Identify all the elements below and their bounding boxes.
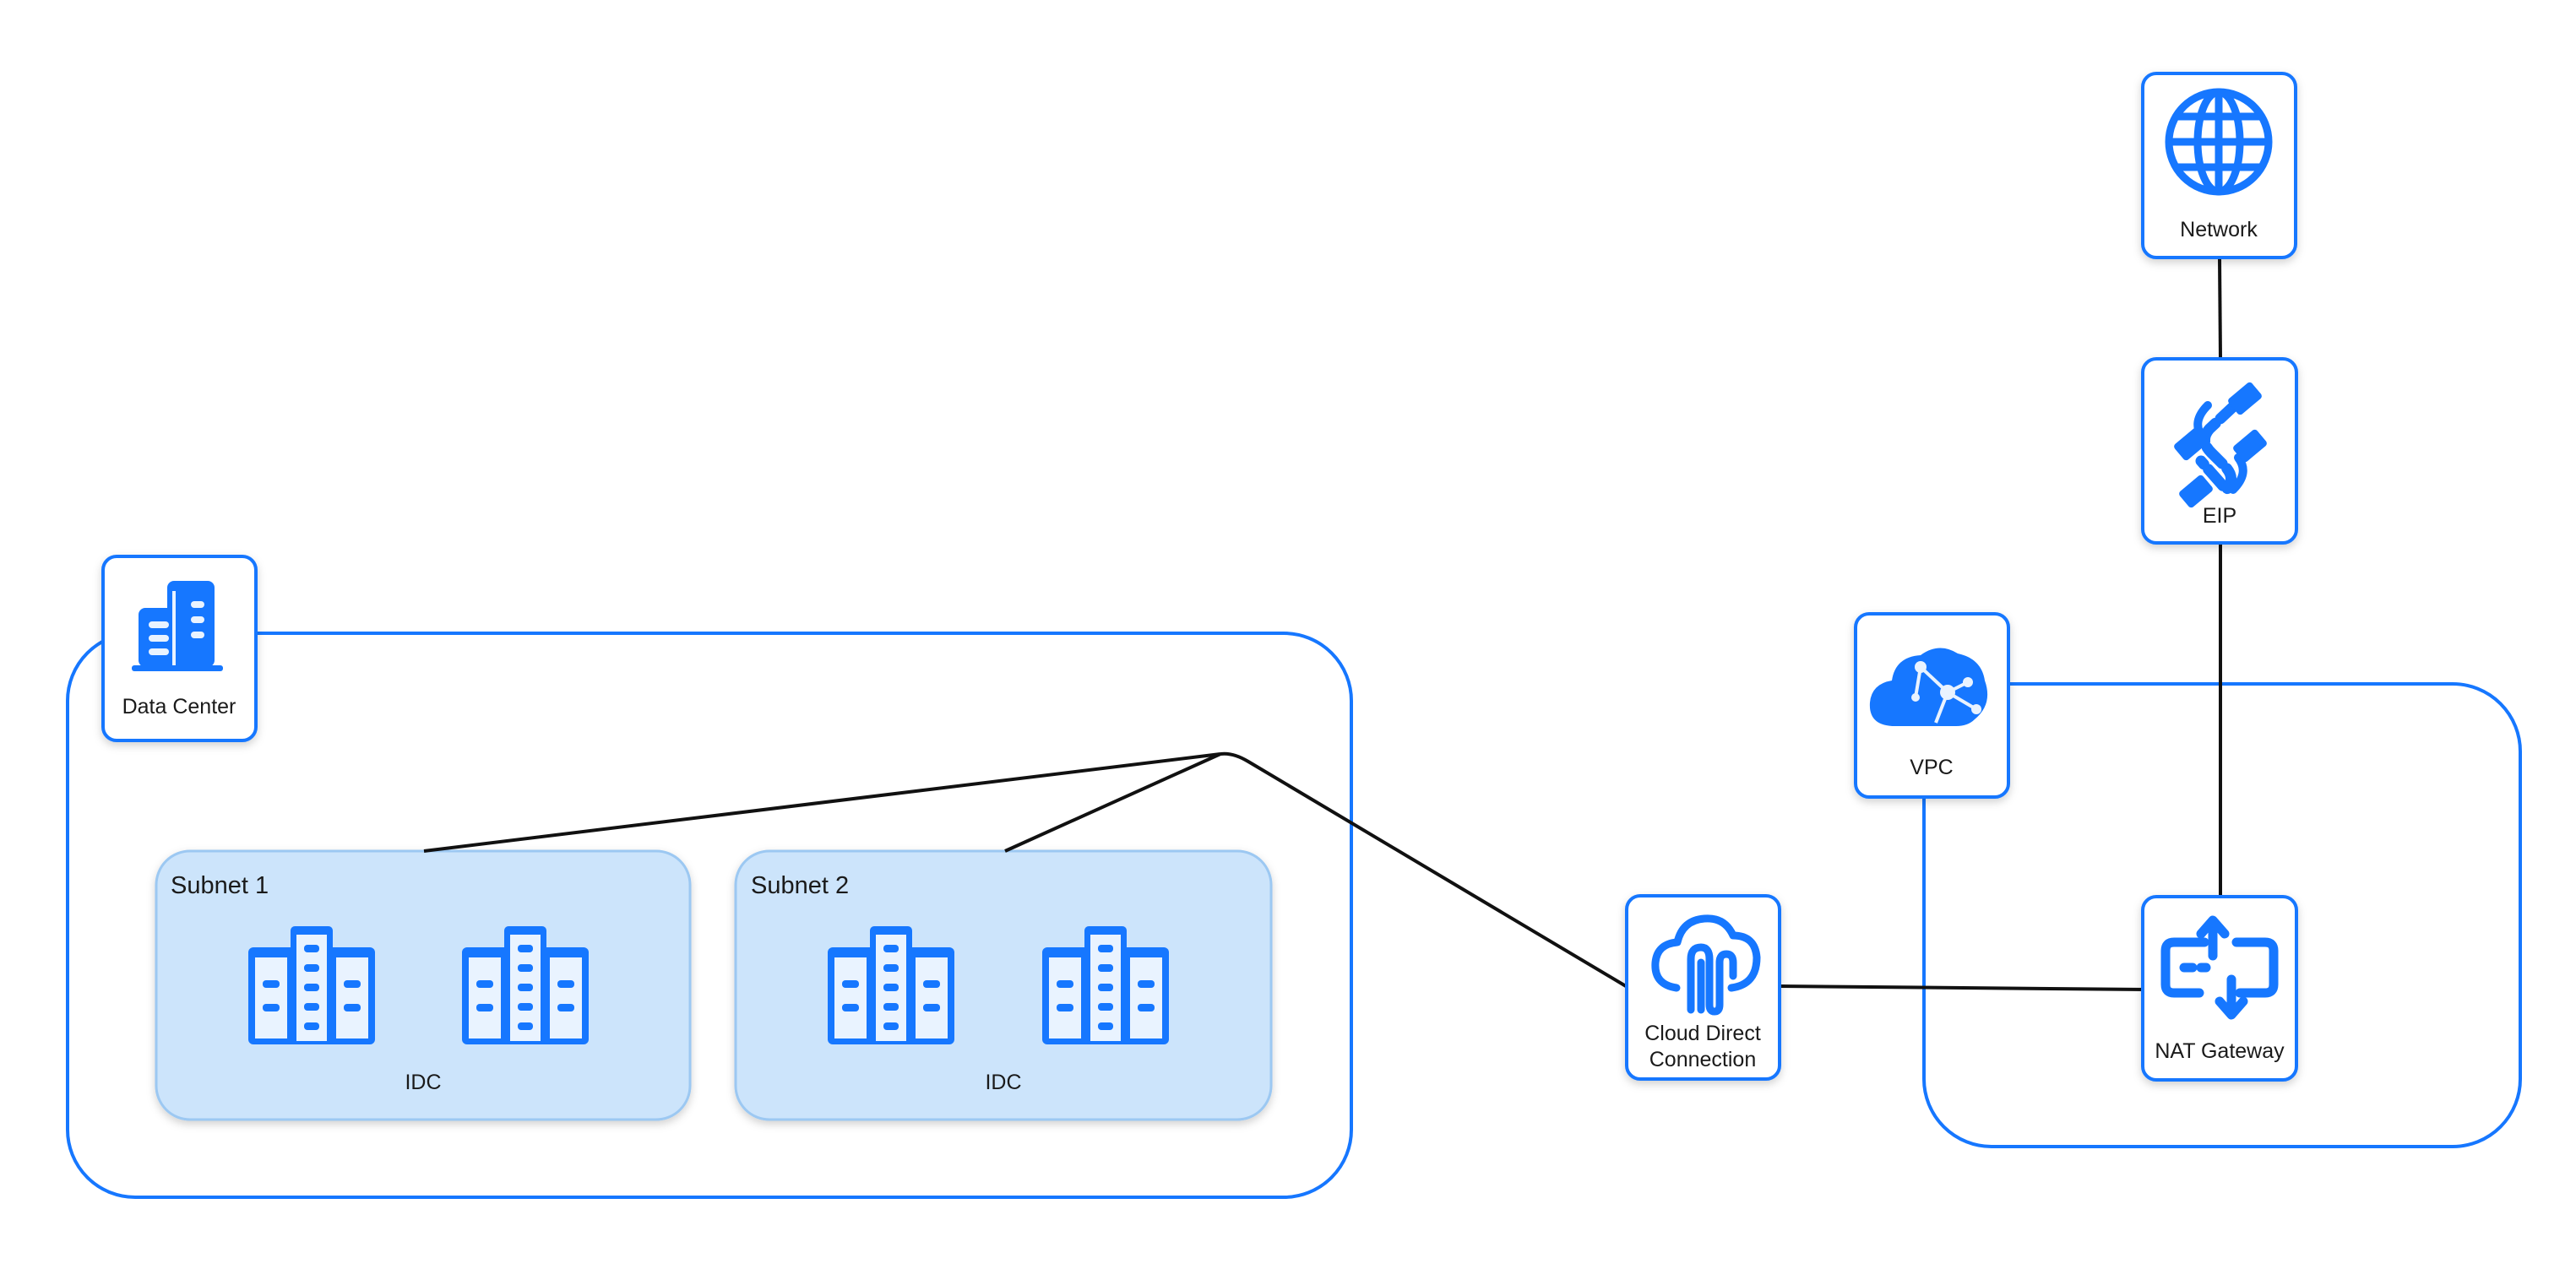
node-label-line2: Connection (1649, 1048, 1756, 1071)
node-cloud-direct-connection[interactable]: Cloud Direct Connection (1625, 894, 1781, 1081)
node-eip[interactable]: EIP (2141, 357, 2298, 545)
globe-icon (2165, 88, 2273, 196)
subnet-1: Subnet 1 IDC (155, 849, 692, 1121)
buildings-icon (132, 581, 223, 671)
node-label: VPC (1910, 756, 1953, 779)
connector-subnet2-hub (1004, 752, 1221, 853)
node-label: EIP (2203, 504, 2236, 528)
subnet-idc-label: IDC (405, 1071, 441, 1094)
node-vpc[interactable]: VPC (1854, 612, 2010, 799)
node-nat-gateway[interactable]: NAT Gateway (2141, 895, 2298, 1082)
subnet-title: Subnet 1 (171, 872, 269, 899)
node-label-line1: Cloud Direct (1644, 1022, 1761, 1045)
connector-subnet1-hub (423, 752, 1221, 853)
connector-cdc-nat (1779, 984, 2148, 991)
subnet-2: Subnet 2 IDC (734, 849, 1273, 1121)
node-label: Network (2180, 218, 2258, 241)
data-center-group (66, 632, 1353, 1199)
node-label: NAT Gateway (2155, 1039, 2285, 1063)
node-label: Data Center (122, 695, 236, 719)
node-data-center[interactable]: Data Center (101, 555, 258, 742)
connector-hub-cdc (1220, 751, 1628, 988)
nat-gateway-icon (2160, 915, 2279, 1020)
node-network[interactable]: Network (2141, 72, 2297, 259)
eip-link-icon (2174, 382, 2267, 508)
connections (423, 258, 2222, 991)
cloud-direct-connection-icon (1651, 914, 1761, 1016)
subnet-idc-label: IDC (985, 1071, 1021, 1094)
subnet-title: Subnet 2 (751, 872, 849, 899)
cloud-network-icon (1869, 648, 1988, 726)
